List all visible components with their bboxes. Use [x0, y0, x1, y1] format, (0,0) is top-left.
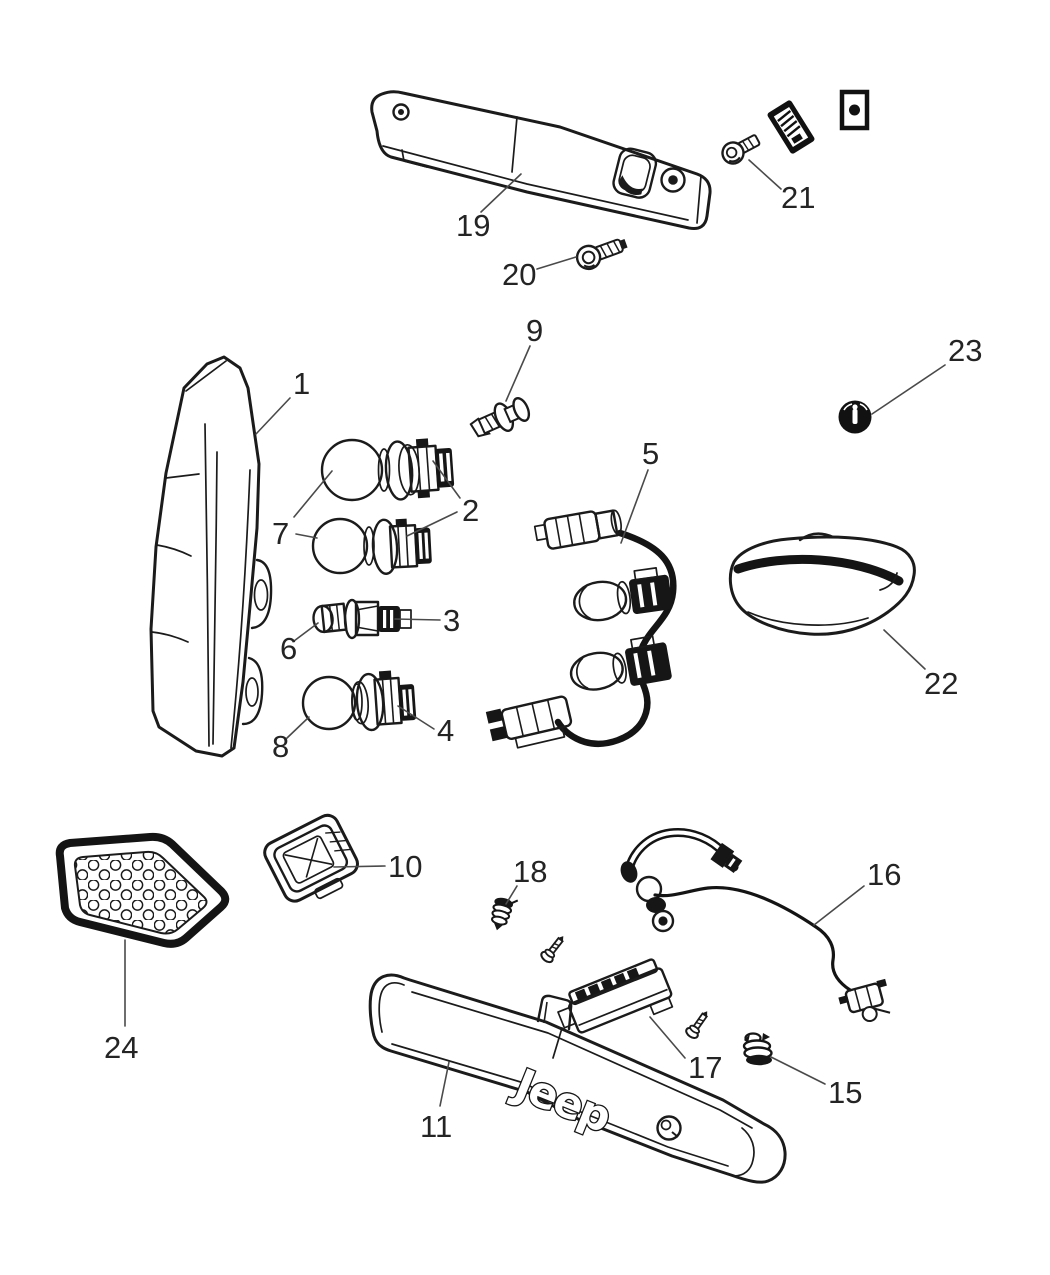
part-8-bulb: [301, 675, 363, 731]
square-pad-part: [839, 89, 870, 131]
part-15-nut: [742, 1032, 773, 1066]
callout-3: 3: [443, 603, 460, 638]
part-10-license-lamp: [263, 813, 359, 903]
callout-9: 9: [526, 313, 543, 348]
callout-6: 6: [280, 631, 297, 666]
callout-11: 11: [420, 1109, 452, 1144]
part-2-socket-lower: [371, 518, 432, 575]
part-20-screw: [575, 238, 628, 271]
callout-5: 5: [642, 436, 659, 471]
leader-lines: [124, 159, 946, 1107]
callout-20: 20: [502, 257, 536, 292]
part-24-mesh-grille: [55, 832, 230, 948]
callout-4: 4: [437, 713, 454, 748]
callout-22: 22: [924, 666, 958, 701]
callout-23: 23: [948, 333, 982, 368]
part-9-push-pin: [469, 396, 531, 438]
part-23-grommet: [838, 400, 872, 434]
callout-19: 19: [456, 208, 490, 243]
callout-7: 7: [272, 516, 289, 551]
callout-21: 21: [781, 180, 815, 215]
harness-bulb-a: [573, 567, 673, 622]
part-22-lamp: [728, 532, 916, 636]
jeep-logo-text: Jeep: [505, 1059, 617, 1143]
callout-24: 24: [104, 1030, 138, 1065]
callout-10: 10: [388, 849, 422, 884]
callout-16: 16: [867, 857, 901, 892]
harness-bottom-connector: [485, 695, 573, 749]
callout-15: 15: [828, 1075, 862, 1110]
callout-2: 2: [462, 493, 479, 528]
part-11-liftgate-applique: Jeep: [368, 973, 787, 1184]
part-18-clip: [491, 897, 519, 931]
hatched-plate-part: [767, 100, 815, 154]
part-7-bulb-lower: [311, 517, 375, 575]
part-16-wiring: [620, 827, 891, 1023]
small-screw-a: [538, 931, 570, 966]
part-2-socket-upper: [384, 438, 455, 501]
harness-bulb-b: [569, 635, 672, 691]
part-5-harness: [485, 509, 677, 749]
small-screw-b: [683, 1006, 714, 1042]
harness-top-connector: [533, 509, 622, 550]
wiring-end-connector: [838, 978, 891, 1023]
liftgate-handle-pocket: [612, 147, 658, 199]
part-7-bulb-upper: [320, 438, 391, 502]
callout-1: 1: [293, 366, 310, 401]
part-21-screw: [721, 134, 761, 165]
part-1-tail-lamp: [149, 355, 273, 758]
part-19-high-mount-stop-lamp: [370, 90, 712, 230]
part-3-socket: [343, 598, 412, 640]
part-17-housing: [557, 958, 674, 1034]
callout-labels: 1 2 3 4 5 6 7 8 9 10 11 15 16 17 18 19 2…: [104, 180, 982, 1144]
callout-18: 18: [513, 854, 547, 889]
callout-17: 17: [688, 1050, 722, 1085]
callout-8: 8: [272, 729, 289, 764]
part-6-bulb: [312, 602, 348, 634]
part-4-socket: [351, 670, 417, 732]
